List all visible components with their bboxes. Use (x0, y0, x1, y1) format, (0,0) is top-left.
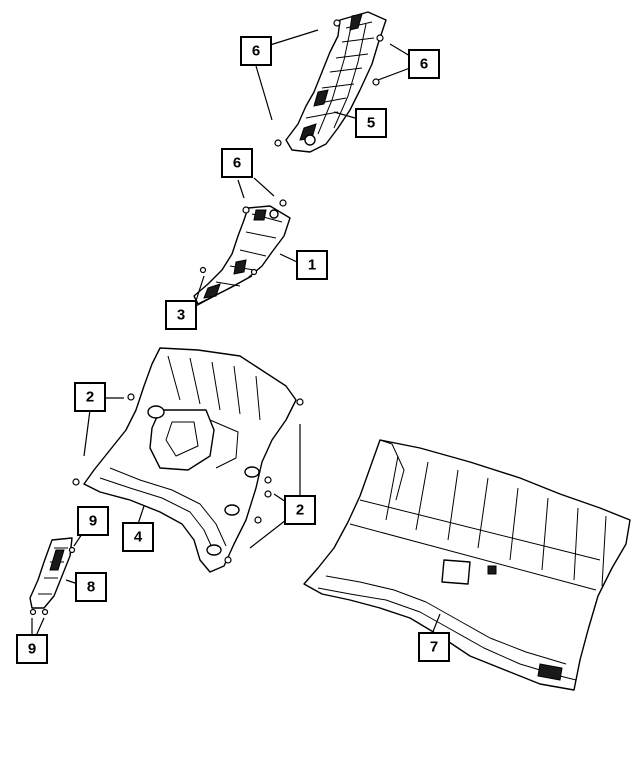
callout-6-mid: 6 (221, 148, 253, 178)
fastener-3-b (250, 268, 258, 276)
fastener-2-a (127, 393, 135, 401)
leader-lines (31, 29, 441, 637)
fastener-6-b (376, 34, 384, 42)
callout-6-right: 6 (408, 49, 440, 79)
callout-3: 3 (165, 300, 197, 330)
callout-label: 4 (134, 529, 143, 546)
fastener-9-c (41, 608, 49, 616)
callout-9-top: 9 (77, 506, 109, 536)
fastener-2-f (254, 516, 262, 524)
callout-label: 6 (233, 155, 241, 172)
heat-shield-part-8 (29, 537, 73, 609)
callout-1: 1 (296, 250, 328, 280)
fastener-6-a (333, 19, 341, 27)
callout-label: 7 (430, 639, 438, 656)
callout-8: 8 (75, 572, 107, 602)
fastener-3-a (199, 266, 207, 274)
floor-pan-part-7 (303, 439, 631, 691)
fastener-2-g (224, 556, 232, 564)
fastener-2-e (264, 490, 272, 498)
callout-2-left: 2 (74, 382, 106, 412)
callout-label: 2 (86, 389, 94, 406)
callout-label: 3 (177, 307, 185, 324)
heat-shield-part-1 (193, 205, 291, 305)
fastener-6-d (274, 139, 282, 147)
heat-shield-part-4 (83, 347, 297, 573)
callout-label: 6 (252, 43, 260, 60)
callout-2-right: 2 (284, 495, 316, 525)
callout-label: 2 (296, 502, 304, 519)
callout-7: 7 (418, 632, 450, 662)
callout-5: 5 (355, 108, 387, 138)
fastener-6-e (242, 206, 250, 214)
fastener-9-a (68, 546, 76, 554)
fastener-2-d (264, 476, 272, 484)
heat-shield-part-5 (285, 11, 387, 153)
callout-label: 8 (87, 579, 95, 596)
callout-9-bottom: 9 (16, 634, 48, 664)
callout-6-top: 6 (240, 36, 272, 66)
callout-label: 1 (308, 257, 316, 274)
callout-label: 9 (28, 641, 36, 658)
callout-label: 6 (420, 56, 428, 73)
fastener-2-b (296, 398, 304, 406)
callout-4: 4 (122, 522, 154, 552)
fastener-9-b (29, 608, 37, 616)
callout-label: 5 (367, 115, 375, 132)
fastener-6-f (279, 199, 287, 207)
fastener-6-c (372, 78, 380, 86)
callout-label: 9 (89, 513, 97, 530)
fastener-2-c (72, 478, 80, 486)
